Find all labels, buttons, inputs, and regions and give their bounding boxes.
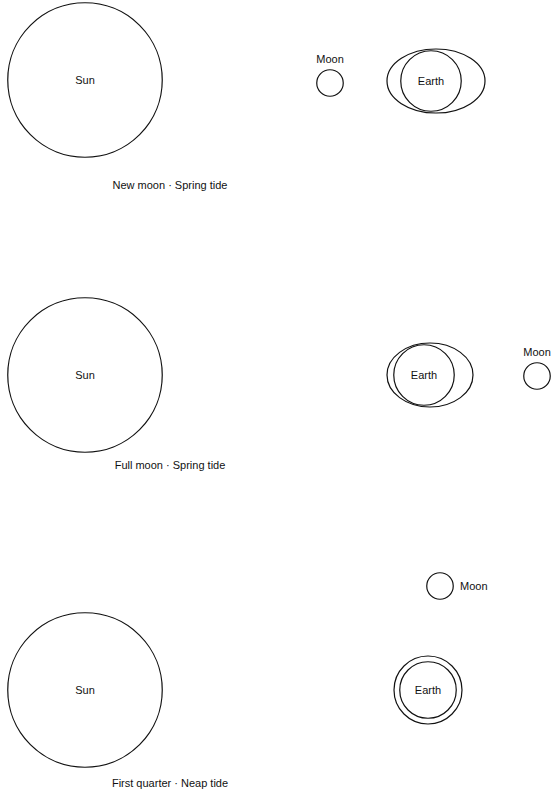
body-label: Sun xyxy=(75,369,95,381)
caption-label: New moon · Spring tide xyxy=(113,179,228,192)
circle-content: Earth xyxy=(400,50,462,112)
circle-outline xyxy=(8,3,163,158)
circle-content: Sun xyxy=(7,2,163,158)
body-label: Sun xyxy=(75,74,95,86)
earth-circle: Earth xyxy=(393,344,455,406)
circle-outline xyxy=(400,662,457,719)
circle-outline xyxy=(524,363,551,390)
circle-outline xyxy=(394,345,455,406)
tidal-bulge xyxy=(387,343,473,407)
tidal-bulge xyxy=(394,656,462,724)
circle-outline xyxy=(8,298,163,453)
tidal-bulge xyxy=(387,49,485,113)
moon-circle: Moon xyxy=(523,362,551,390)
body-label: Moon xyxy=(523,346,551,358)
earth-circle: Earth xyxy=(400,50,462,112)
body-label: Earth xyxy=(411,369,437,381)
sun-circle: Sun xyxy=(7,2,163,158)
caption-label: First quarter · Neap tide xyxy=(112,777,228,790)
body-label: Earth xyxy=(418,75,444,87)
circle-content: Sun xyxy=(7,612,163,768)
circle-outline xyxy=(427,573,454,600)
circle-outline xyxy=(316,69,344,97)
circle-outline xyxy=(401,51,462,112)
body-label: Moon xyxy=(316,53,344,65)
moon-circle: Moon xyxy=(316,69,344,97)
body-label: Moon xyxy=(460,580,488,592)
circle-outline xyxy=(523,362,551,390)
caption-label: Full moon · Spring tide xyxy=(115,459,226,472)
circle-outline xyxy=(426,572,454,600)
moon-circle: Moon xyxy=(426,572,454,600)
circle-outline xyxy=(317,70,344,97)
circle-content: Sun xyxy=(7,297,163,453)
sun-circle: Sun xyxy=(7,297,163,453)
earth-circle: Earth xyxy=(399,661,457,719)
circle-content: Earth xyxy=(393,344,455,406)
circle-content: Earth xyxy=(399,661,457,719)
body-label: Sun xyxy=(75,684,95,696)
circle-outline xyxy=(8,613,163,768)
sun-circle: Sun xyxy=(7,612,163,768)
body-label: Earth xyxy=(415,684,441,696)
